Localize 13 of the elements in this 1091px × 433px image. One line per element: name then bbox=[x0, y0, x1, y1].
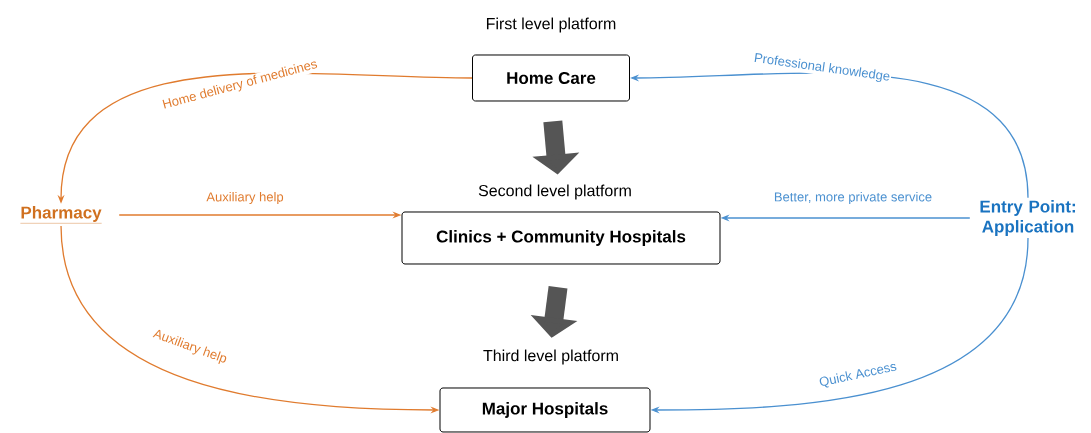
platform-box: Clinics + Community Hospitals bbox=[401, 211, 721, 265]
platform-box: Major Hospitals bbox=[439, 387, 651, 433]
platform-box: Home Care bbox=[472, 54, 630, 102]
edge-label: Auxiliary help bbox=[205, 190, 285, 206]
link-text: Pharmacy bbox=[20, 206, 102, 224]
level-label: Second level platform bbox=[478, 184, 631, 200]
edge-label: Home delivery of medicines bbox=[160, 57, 320, 113]
edge-label: Quick Access bbox=[817, 359, 899, 391]
edge-label: Better, more private service bbox=[772, 190, 934, 206]
level-label: Third level platform bbox=[483, 349, 618, 365]
link-text: Entry Point: Application bbox=[980, 200, 1075, 236]
level-label: First level platform bbox=[487, 17, 616, 33]
edge-label: Professional knowledge bbox=[752, 51, 892, 85]
